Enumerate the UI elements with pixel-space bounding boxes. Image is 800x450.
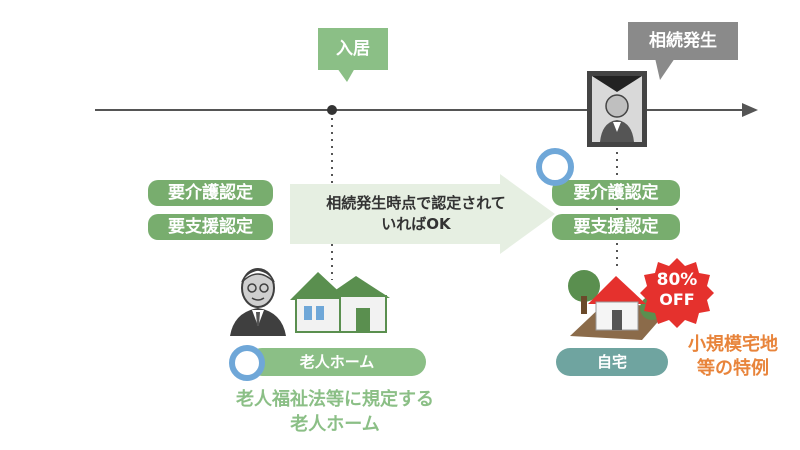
discount-pct: 80%: [656, 270, 698, 290]
facility-caption-line2: 老人ホーム: [290, 414, 380, 435]
timeline-arrowhead: [742, 103, 758, 117]
elderly-man-icon: [230, 268, 286, 336]
facility-caption-line1: 老人福祉法等に規定する: [236, 389, 434, 410]
move-in-callout: 入居: [318, 28, 388, 70]
arrow-text-line1: 相続発生時点で認定されて: [326, 194, 506, 212]
ring-icon: [536, 148, 574, 186]
ring-icon: [229, 345, 265, 381]
right-care-level-label: 要介護認定: [552, 180, 680, 206]
move-in-dot: [327, 105, 337, 115]
left-care-level-label: 要介護認定: [148, 180, 273, 206]
condition-arrow: [290, 174, 555, 254]
memorial-portrait-icon: [587, 71, 647, 147]
home-badge: 自宅: [556, 348, 668, 376]
arrow-text-line2: いればOK: [381, 215, 451, 233]
discount-badge-icon: [640, 258, 714, 328]
discount-off: OFF: [659, 290, 695, 309]
right-support-level-label: 要支援認定: [552, 214, 680, 240]
house-icon: [290, 272, 390, 333]
left-support-level-label: 要支援認定: [148, 214, 273, 240]
special-rule-line2: 等の特例: [697, 358, 769, 379]
special-rule-line1: 小規模宅地: [688, 334, 778, 355]
home-with-tree-icon: [568, 270, 670, 340]
move-in-callout-pointer: [337, 68, 355, 82]
facility-badge: 老人ホーム: [248, 348, 426, 376]
inheritance-callout: 相続発生: [628, 22, 738, 60]
inheritance-callout-pointer: [655, 58, 675, 80]
